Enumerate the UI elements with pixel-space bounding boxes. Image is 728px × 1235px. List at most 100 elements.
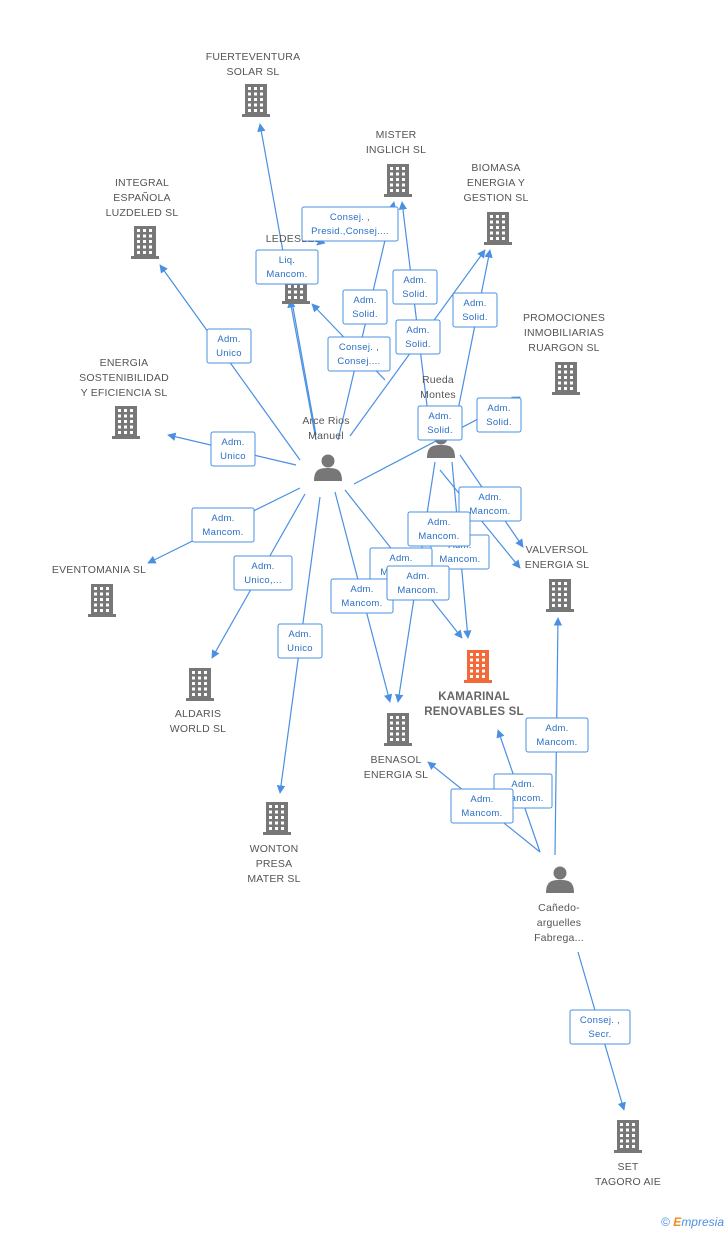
role-label-box: [301, 206, 399, 242]
node-label: EVENTOMANIA SL: [52, 564, 146, 576]
role-label-text: Mancom.: [202, 527, 243, 538]
node-label: TAGORO AIE: [595, 1176, 661, 1188]
node-label: Rueda: [422, 374, 454, 386]
role-label-text: Adm.: [428, 411, 451, 422]
role-label-text: Mancom.: [418, 531, 459, 542]
role-label-text: Adm.: [403, 275, 426, 286]
role-label-text: Solid.: [352, 309, 378, 320]
role-label-text: Liq.: [279, 255, 296, 266]
role-label-adm-solid-5[interactable]: Adm.Solid.: [476, 397, 522, 433]
role-label-adm-solid-6[interactable]: Adm.Solid.: [417, 405, 463, 441]
person-icon: [546, 866, 574, 893]
role-label-text: Adm.: [406, 325, 429, 336]
footer-brand[interactable]: © Empresia: [661, 1215, 724, 1229]
building-icon: [614, 1120, 642, 1153]
node-label: ENERGIA SL: [525, 559, 589, 571]
role-label-text: Adm.: [545, 723, 568, 734]
role-label-adm-solid-3[interactable]: Adm. Solid.: [452, 292, 498, 328]
company-node-mister[interactable]: MISTER INGLICH SL: [366, 129, 426, 197]
role-label-text: Unico: [220, 451, 246, 462]
role-label-adm-unico-energia[interactable]: Adm.Unico: [210, 431, 256, 467]
role-label-box: [450, 788, 514, 824]
role-label-adm-solid-2[interactable]: Adm.Solid.: [342, 289, 388, 325]
role-label-text: Mancom.: [536, 737, 577, 748]
building-icon: [112, 406, 140, 439]
role-label-text: Consej....: [337, 356, 380, 367]
company-node-valversol[interactable]: VALVERSOL ENERGIA SL: [525, 544, 589, 612]
role-label-adm-mancom-rueda-2[interactable]: Adm. Mancom.: [407, 511, 471, 547]
role-label-adm-mancom-canedo-benasol[interactable]: Adm.Mancom.: [450, 788, 514, 824]
role-label-box: [386, 565, 450, 601]
node-label: LUZDELED SL: [106, 207, 179, 219]
role-label-box: [569, 1009, 631, 1045]
node-label: arguelles: [537, 917, 581, 929]
role-label-adm-unico-integral[interactable]: Adm.Unico: [206, 328, 252, 364]
role-label-text: Adm.: [217, 334, 240, 345]
role-label-text: Adm.: [211, 513, 234, 524]
node-label: MISTER: [376, 129, 417, 141]
role-label-liq-mancom[interactable]: Liq.Mancom.: [255, 249, 319, 285]
role-label-text: Adm.: [288, 629, 311, 640]
company-node-eventomania[interactable]: EVENTOMANIA SL: [52, 564, 146, 617]
role-label-text: Adm.: [427, 517, 450, 528]
role-label-text: Unico,...: [244, 575, 282, 586]
role-label-text: Adm.: [470, 794, 493, 805]
role-label-adm-unico-wonton[interactable]: Adm.Unico: [277, 623, 323, 659]
role-label-text: Adm.: [463, 298, 486, 309]
role-label-adm-solid-4[interactable]: Adm.Solid.: [395, 319, 441, 355]
node-label: INGLICH SL: [366, 144, 426, 156]
role-label-text: Mancom.: [502, 793, 543, 804]
building-icon: [384, 713, 412, 746]
node-label: Arce Rios: [302, 415, 349, 427]
role-label-adm-mancom-eventomania[interactable]: Adm. Mancom.: [191, 507, 255, 543]
building-icon: [186, 668, 214, 701]
role-label-box: [191, 507, 255, 543]
role-label-box: [277, 623, 323, 659]
brand-first-letter: E: [673, 1215, 682, 1229]
role-label-box: [417, 405, 463, 441]
role-label-adm-mancom-rueda-valversol[interactable]: Adm. Mancom.: [458, 486, 522, 522]
node-label: Fabrega...: [534, 932, 584, 944]
role-label-text: Mancom.: [469, 506, 510, 517]
role-label-text: Adm.: [251, 561, 274, 572]
role-label-adm-unico-aldaris[interactable]: Adm. Unico,...: [233, 555, 293, 591]
role-label-text: Secr.: [588, 1029, 611, 1040]
node-label: ENERGIA: [100, 357, 149, 369]
node-label: Cañedo-: [538, 902, 580, 914]
role-label-consej-consej[interactable]: Consej. ,Consej....: [327, 336, 391, 372]
node-label: VALVERSOL: [526, 544, 589, 556]
role-label-text: Adm.: [389, 553, 412, 564]
node-label: GESTION SL: [463, 192, 528, 204]
role-label-consej-secr[interactable]: Consej. ,Secr.: [569, 1009, 631, 1045]
role-label-adm-mancom-rueda-benasol[interactable]: Adm.Mancom.: [386, 565, 450, 601]
role-label-text: Adm.: [511, 779, 534, 790]
role-label-adm-solid-1[interactable]: Adm.Solid.: [392, 269, 438, 305]
role-label-consej-presid[interactable]: Consej. , Presid.,Consej....: [301, 206, 399, 242]
role-label-text: Adm.: [478, 492, 501, 503]
role-label-text: Presid.,Consej....: [311, 226, 389, 237]
role-label-text: Solid.: [462, 312, 488, 323]
node-label: WONTON: [250, 843, 299, 855]
role-label-adm-mancom-arce-benasol[interactable]: Adm.Mancom.: [330, 578, 394, 614]
person-icon: [314, 454, 342, 481]
person-node-canedo[interactable]: Cañedo-arguellesFabrega...: [534, 866, 584, 945]
role-label-text: Consej. ,: [330, 212, 370, 223]
node-label: Manuel: [308, 430, 344, 442]
node-label: RENOVABLES SL: [424, 706, 524, 718]
node-label: SOLAR SL: [227, 66, 280, 78]
role-label-adm-mancom-canedo-valversol[interactable]: Adm. Mancom.: [525, 717, 589, 753]
role-label-text: Adm.: [406, 571, 429, 582]
